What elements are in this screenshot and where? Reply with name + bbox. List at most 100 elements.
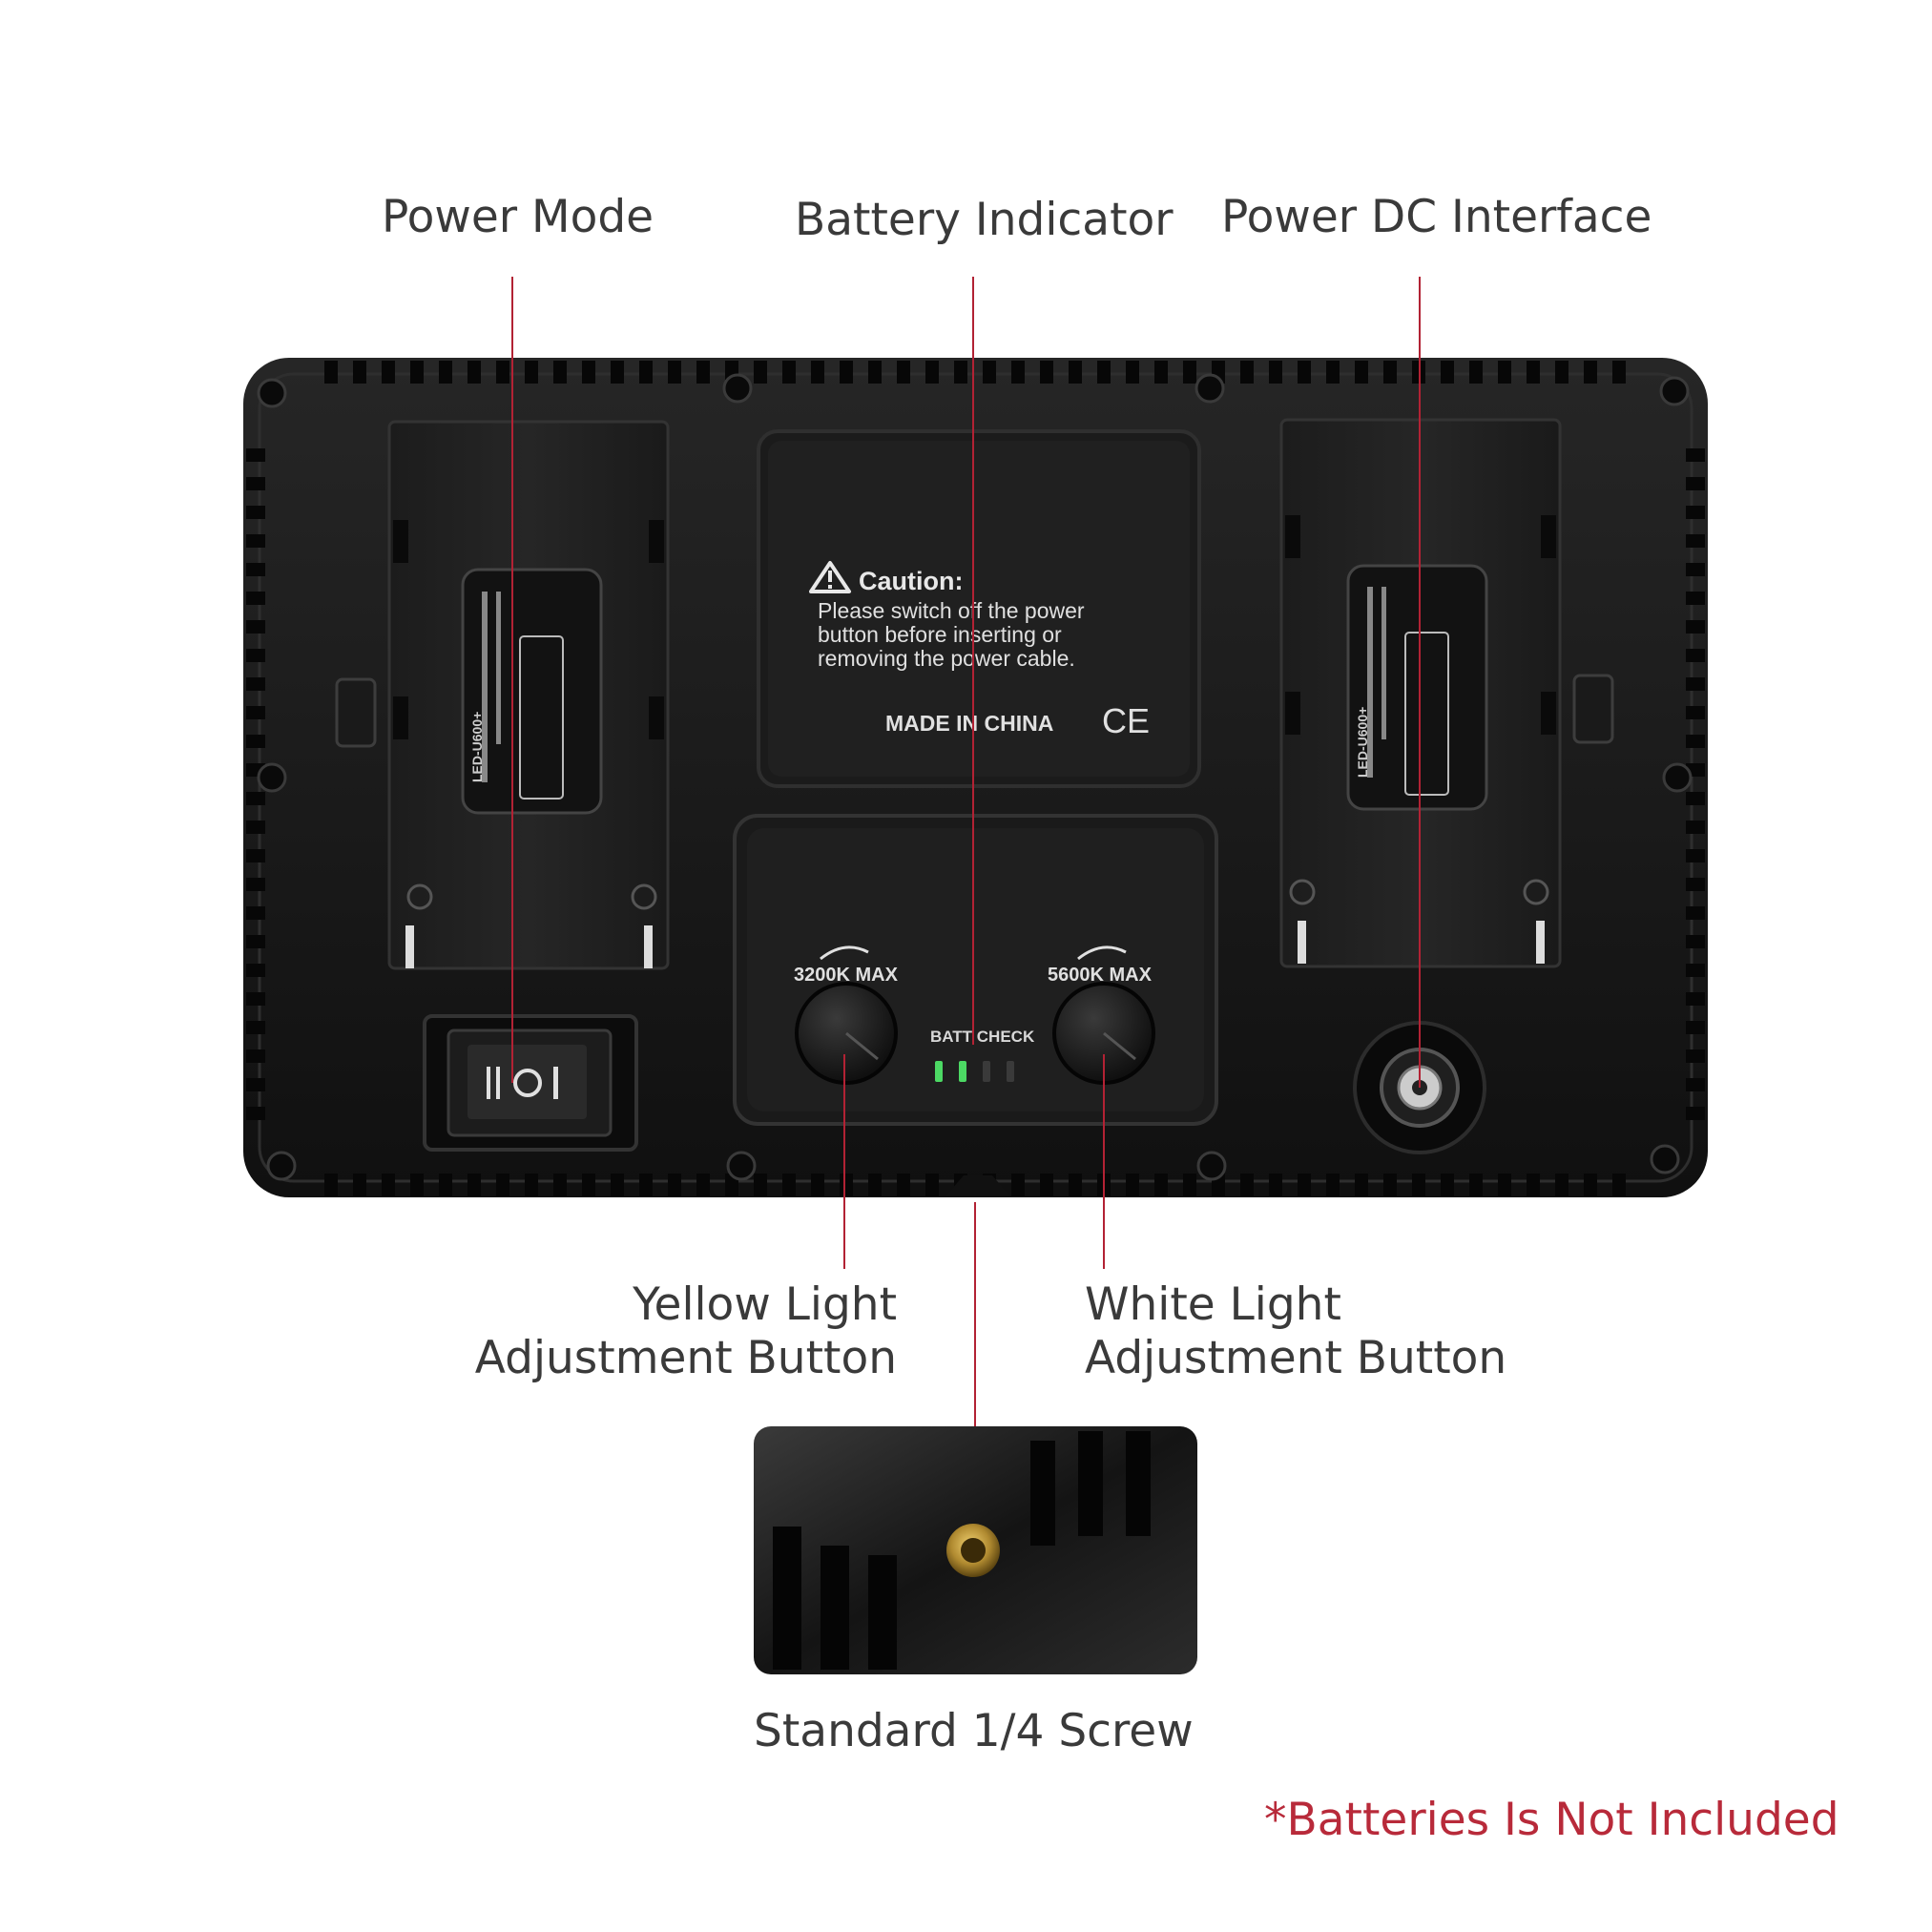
- cooling-fin: [496, 361, 509, 384]
- cooling-fin: [1584, 361, 1597, 384]
- cooling-fin: [496, 1174, 509, 1196]
- cooling-fin: [840, 1174, 853, 1196]
- cooling-fin: [983, 361, 996, 384]
- cooling-fin: [467, 361, 481, 384]
- cooling-fin: [246, 821, 265, 834]
- cooling-fin: [1686, 1078, 1705, 1091]
- label-white-light-line1: White Light: [1085, 1278, 1341, 1331]
- cooling-fin: [1469, 361, 1483, 384]
- cooling-fin: [1011, 1174, 1025, 1196]
- cooling-fin: [1298, 1174, 1311, 1196]
- cooling-fin: [1686, 620, 1705, 634]
- yellow-light-knob[interactable]: [795, 982, 898, 1085]
- label-white-light-line2: Adjustment Button: [1085, 1332, 1507, 1385]
- cooling-fin: [1412, 1174, 1425, 1196]
- cooling-fin: [246, 1049, 265, 1063]
- battery-indicator-leds: [935, 1061, 1014, 1082]
- label-battery-indicator: Battery Indicator: [795, 194, 1174, 246]
- label-yellow-light: Yellow Light Adjustment Button: [475, 1278, 897, 1386]
- cooling-fin: [1097, 361, 1111, 384]
- cooling-fin: [1069, 361, 1082, 384]
- cooling-fin: [639, 1174, 653, 1196]
- cooling-fin: [324, 1174, 338, 1196]
- caution-title: Caution:: [859, 567, 963, 595]
- cooling-fin: [1686, 448, 1705, 462]
- cooling-fin: [246, 677, 265, 691]
- cooling-fin: [246, 735, 265, 748]
- cooling-fin: [1686, 735, 1705, 748]
- cooling-fin: [1686, 534, 1705, 548]
- batteries-note: *Batteries Is Not Included: [1264, 1794, 1839, 1846]
- cooling-fin: [840, 361, 853, 384]
- cooling-fin: [1326, 1174, 1340, 1196]
- cooling-fin: [246, 620, 265, 634]
- cooling-fin: [525, 1174, 538, 1196]
- cooling-fin: [246, 563, 265, 576]
- cooling-fin: [1686, 935, 1705, 948]
- dc-power-port[interactable]: [1353, 1021, 1486, 1154]
- cooling-fin: [353, 1174, 366, 1196]
- cooling-fin: [611, 1174, 624, 1196]
- cooling-fin: [246, 849, 265, 862]
- caution-line-1: Please switch off the power: [818, 598, 1085, 623]
- cooling-fin: [1686, 1107, 1705, 1120]
- cooling-fin: [246, 477, 265, 490]
- cooling-fin: [1686, 792, 1705, 805]
- cooling-fin: [1686, 964, 1705, 977]
- cooling-fin: [1686, 992, 1705, 1006]
- cooling-fin: [925, 361, 939, 384]
- batt-check-label: BATT CHECK: [930, 1028, 1035, 1046]
- cooling-fin: [754, 361, 767, 384]
- cooling-fin: [246, 649, 265, 662]
- cooling-fin: [782, 1174, 796, 1196]
- cooling-fin: [1527, 361, 1540, 384]
- cooling-fin: [1686, 592, 1705, 605]
- cooling-fin: [868, 1174, 882, 1196]
- cooling-fin: [246, 964, 265, 977]
- made-in-china: MADE IN CHINA: [885, 711, 1053, 736]
- cooling-fin: [1441, 361, 1454, 384]
- cooling-fin: [897, 1174, 910, 1196]
- cooling-fin: [246, 878, 265, 891]
- power-switch[interactable]: [423, 1014, 638, 1152]
- cooling-fin: [1326, 361, 1340, 384]
- cooling-fin: [582, 361, 595, 384]
- cooling-fin: [324, 361, 338, 384]
- cooling-fin: [1154, 361, 1168, 384]
- cooling-fin: [868, 361, 882, 384]
- cooling-fin: [1584, 1174, 1597, 1196]
- battery-bay-left: [335, 420, 670, 970]
- caution-line-3: removing the power cable.: [818, 646, 1075, 671]
- cooling-fin: [525, 361, 538, 384]
- screw-inset-photo: [754, 1426, 1197, 1674]
- cooling-fin: [246, 906, 265, 920]
- cooling-fin: [246, 506, 265, 519]
- cooling-fin: [1686, 878, 1705, 891]
- cooling-fin: [1298, 361, 1311, 384]
- cooling-fin: [467, 1174, 481, 1196]
- cooling-fin: [1686, 906, 1705, 920]
- cooling-fin: [1183, 1174, 1196, 1196]
- cooling-fin: [668, 361, 681, 384]
- arrow-right-icon: [1077, 945, 1127, 961]
- cooling-fin: [811, 1174, 824, 1196]
- cooling-fin: [1686, 506, 1705, 519]
- cooling-fin: [1183, 361, 1196, 384]
- cooling-fin: [696, 1174, 710, 1196]
- cooling-fin: [1686, 563, 1705, 576]
- battery-model-left: LED-U600+: [469, 712, 485, 782]
- cooling-fin: [1686, 849, 1705, 862]
- cooling-fin: [353, 361, 366, 384]
- cooling-fin: [696, 361, 710, 384]
- cooling-fin: [1469, 1174, 1483, 1196]
- cooling-fin: [439, 1174, 452, 1196]
- cooling-fin: [1527, 1174, 1540, 1196]
- cooling-fin: [1040, 1174, 1053, 1196]
- cooling-fin: [246, 992, 265, 1006]
- label-yellow-light-line1: Yellow Light: [633, 1278, 897, 1331]
- knob-left-label: 3200K MAX: [794, 965, 899, 986]
- cooling-fin: [410, 361, 424, 384]
- cooling-fin: [611, 361, 624, 384]
- cooling-fin: [246, 1078, 265, 1091]
- caution-line-2: button before inserting or: [818, 622, 1062, 647]
